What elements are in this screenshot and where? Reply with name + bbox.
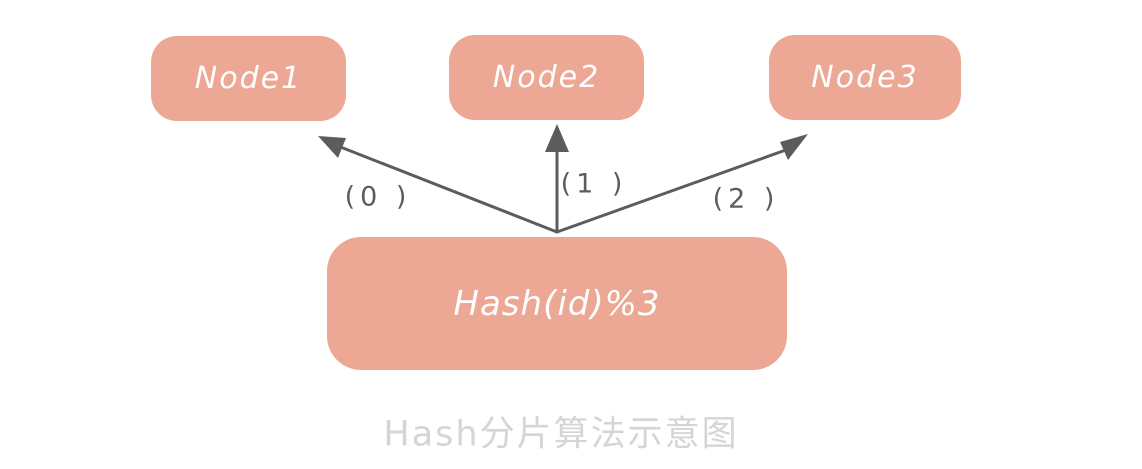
arrow-label-0: (0 ) (344, 181, 412, 213)
node3-box: Node3 (769, 35, 961, 120)
diagram-caption: Hash分片算法示意图 (383, 414, 739, 455)
arrowhead-icon (545, 124, 569, 152)
hash-box: Hash(id)%3 (327, 237, 787, 370)
node1-box: Node1 (151, 36, 346, 121)
node3-label: Node3 (811, 60, 919, 95)
node2-label: Node2 (492, 60, 601, 95)
node1-label: Node1 (194, 61, 303, 96)
arrowhead-icon (318, 136, 346, 158)
arrow-label-2: (2 ) (712, 183, 780, 215)
hash-box-label: Hash(id)%3 (453, 283, 661, 324)
node2-box: Node2 (449, 35, 644, 120)
arrow-label-1: (1 ) (560, 168, 628, 200)
arrowhead-icon (780, 134, 808, 160)
